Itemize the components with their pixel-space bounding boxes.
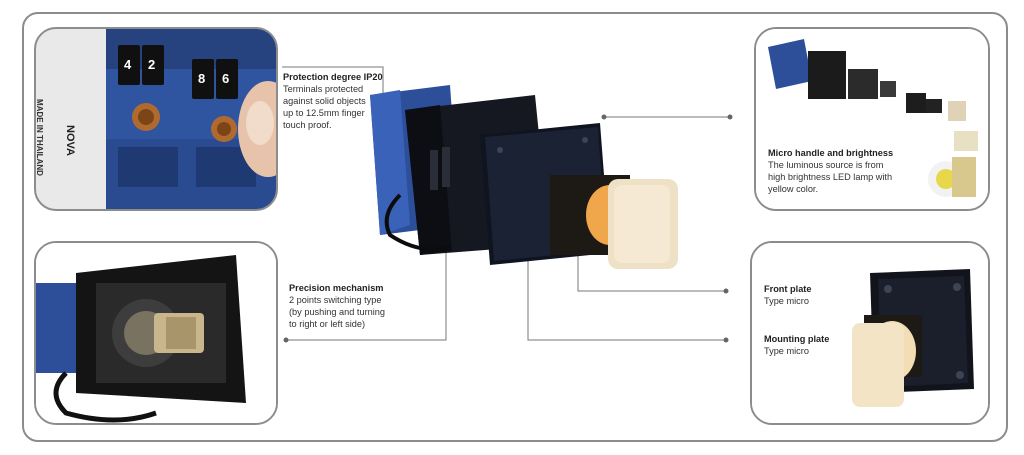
precision-line: [286, 224, 447, 341]
micro-handle-callout: Micro handle and brightness The luminous…: [768, 147, 928, 195]
mounting-plate-callout: Mounting plate Type micro: [764, 333, 854, 357]
protection-title: Protection degree IP20: [283, 72, 383, 82]
terminal-number: 4: [124, 57, 132, 72]
precision-title: Precision mechanism: [289, 283, 384, 293]
protection-callout: Protection degree IP20 Terminals protect…: [283, 71, 393, 131]
made-in-label: MADE IN THAILAND: [35, 99, 44, 176]
terminals-photo: 4 2 8 6 MADE IN THAILAND NOVA: [34, 27, 278, 211]
terminal-numbers: 4 2 8 6: [118, 57, 248, 86]
terminal-number: 6: [222, 71, 230, 86]
mounting-plate-title: Mounting plate: [764, 334, 830, 344]
precision-body: 2 points switching type (by pushing and …: [289, 295, 386, 329]
outer-frame: [22, 12, 1008, 442]
front-plate-title: Front plate: [764, 284, 812, 294]
front-plate-body: Type micro: [764, 296, 809, 306]
front-plate-callout: Front plate Type micro: [764, 283, 854, 307]
selector-switch-image: [370, 85, 678, 269]
mounting-plate-body: Type micro: [764, 346, 809, 356]
terminal-number: 8: [198, 71, 206, 86]
micro-handle-photo: Micro handle and brightness The luminous…: [754, 27, 990, 211]
precision-callout: Precision mechanism 2 points switching t…: [289, 282, 439, 330]
brand-mark: NOVA: [64, 125, 76, 156]
terminal-number: 2: [148, 57, 156, 72]
mounting-plate-line: [527, 247, 726, 341]
plates-photo: Front plate Type micro Mounting plate Ty…: [750, 241, 990, 425]
micro-handle-body: The luminous source is from high brightn…: [768, 160, 893, 194]
micro-handle-title: Micro handle and brightness: [768, 148, 894, 158]
protection-body: Terminals protected against solid object…: [283, 84, 366, 130]
mechanism-photo: [34, 241, 278, 425]
